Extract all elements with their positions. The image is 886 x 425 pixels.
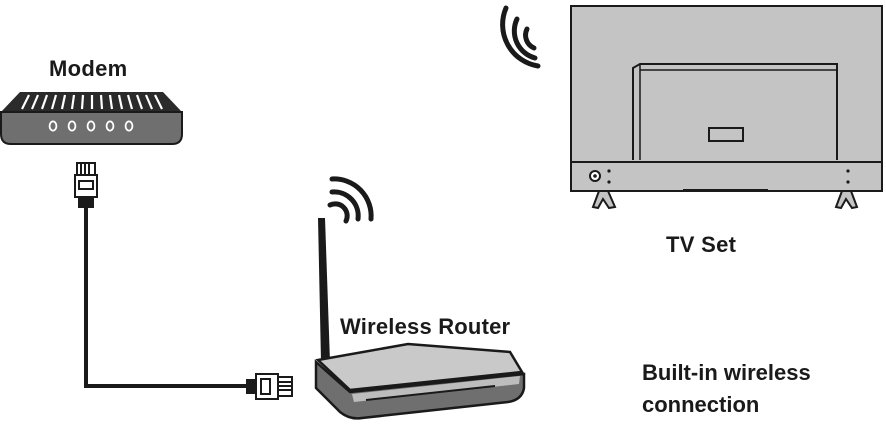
modem-icon: [0, 92, 183, 145]
caption-line: Built-in wireless: [642, 360, 811, 385]
wireless-router-label: Wireless Router: [340, 314, 511, 339]
caption-line: connection: [642, 392, 760, 417]
tv-set-label: TV Set: [666, 232, 737, 257]
router-icon: [314, 218, 526, 420]
ethernet-cable: [84, 207, 249, 388]
wifi-signal-icon: [327, 176, 374, 224]
ethernet-plug-icon: [246, 373, 293, 400]
tv-icon: [570, 5, 883, 210]
wifi-signal-icon: [500, 5, 541, 69]
ethernet-plug-icon: [74, 162, 98, 208]
modem-label: Modem: [49, 56, 128, 81]
connection-caption: Built-in wireless connection: [642, 357, 811, 421]
